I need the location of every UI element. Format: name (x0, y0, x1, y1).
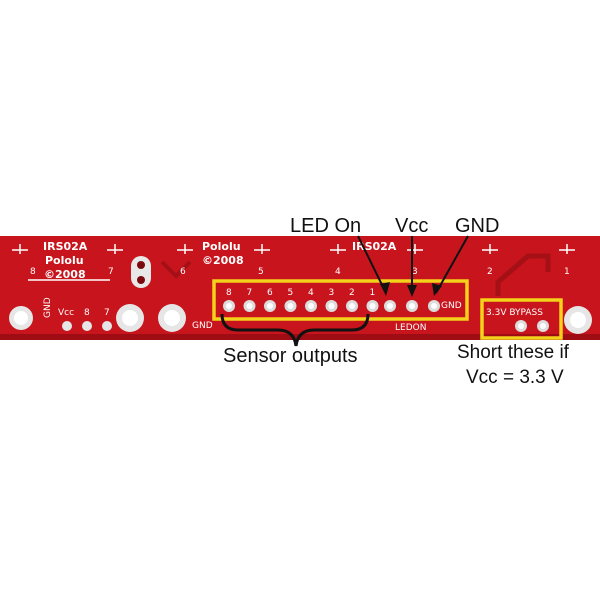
sensor-pad-6 (264, 300, 276, 312)
label-left-line1: IRS02A (43, 240, 88, 253)
sensor-pad-3 (325, 300, 338, 312)
silkscreen-dividers (12, 244, 575, 281)
sensor-pad-label-3: 3 (329, 288, 335, 298)
left-header-gnd: GND (43, 297, 53, 318)
sensor-pad-label-8: 8 (226, 288, 232, 298)
gnd-under-label: GND (192, 321, 213, 331)
bypass-label: 3.3V BYPASS (486, 308, 543, 318)
label-mid-line2: ©2008 (202, 254, 244, 267)
annotation-gnd: GND (455, 215, 499, 237)
sensor-pad-label-5: 5 (288, 288, 294, 298)
left-header-vcc: Vcc (58, 308, 74, 318)
sensor-pad-2 (346, 300, 358, 312)
pad-vcc (406, 300, 418, 312)
sensor-pad-row: 8 7 6 5 4 3 2 1 (223, 288, 379, 312)
label-left-line2: Pololu (45, 254, 84, 267)
sensor-pad-4 (305, 300, 317, 312)
zone-number-6: 6 (180, 267, 186, 277)
sensor-pad-5 (284, 300, 297, 312)
annotation-sensor-outputs: Sensor outputs (223, 345, 358, 367)
left-header-8: 8 (84, 308, 90, 318)
ledon-label: LEDON (395, 323, 426, 333)
sensor-pad-1 (366, 300, 379, 312)
mounting-hole-right (564, 306, 592, 334)
sensor-pad-label-2: 2 (349, 288, 355, 298)
sensor-pad-label-7: 7 (247, 288, 253, 298)
center-pads (131, 256, 151, 288)
left-header-pads (62, 321, 112, 331)
arrow-heads (380, 282, 442, 297)
label-mid-line1: Pololu (202, 240, 241, 253)
zone-number-3: 3 (412, 267, 418, 277)
annotation-vcc: Vcc (395, 215, 428, 237)
gnd-right-label: GND (441, 301, 462, 311)
mounting-hole-mid-left (116, 304, 144, 332)
annotation-arrows (357, 235, 469, 294)
sensor-pad-8 (223, 300, 235, 312)
zone-number-8: 8 (30, 267, 36, 277)
bypass-pad-row (515, 320, 549, 332)
zone-number-2: 2 (487, 267, 493, 277)
zone-number-1: 1 (564, 267, 570, 277)
sensor-header-highlight (212, 279, 469, 321)
mounting-hole-left (9, 306, 33, 330)
label-left-line3: ©2008 (44, 268, 86, 281)
left-header-7: 7 (104, 308, 110, 318)
power-pad-row (384, 300, 440, 312)
pad-led-on (384, 300, 396, 312)
zone-number-7: 7 (108, 267, 114, 277)
sensor-pad-label-6: 6 (267, 288, 273, 298)
bypass-pad-2 (537, 320, 549, 332)
annotation-short-line1: Short these if (457, 342, 570, 363)
zone-number-5: 5 (258, 267, 264, 277)
annotation-short-line2: Vcc = 3.3 V (466, 367, 564, 388)
pcb-trace (495, 253, 551, 296)
sensor-pad-label-4: 4 (308, 288, 314, 298)
pcb-trace-zigzag (160, 260, 192, 279)
sensor-pad-label-1: 1 (370, 288, 376, 298)
annotation-led-on: LED On (290, 215, 361, 237)
zone-number-4: 4 (335, 267, 341, 277)
sensor-pad-7 (243, 300, 256, 312)
bypass-pad-1 (515, 320, 527, 332)
label-right: IRS02A (352, 240, 397, 253)
bypass-highlight (480, 298, 563, 340)
sensor-outputs-brace (220, 313, 370, 347)
mounting-hole-mid (158, 304, 186, 332)
pad-gnd (428, 300, 440, 312)
